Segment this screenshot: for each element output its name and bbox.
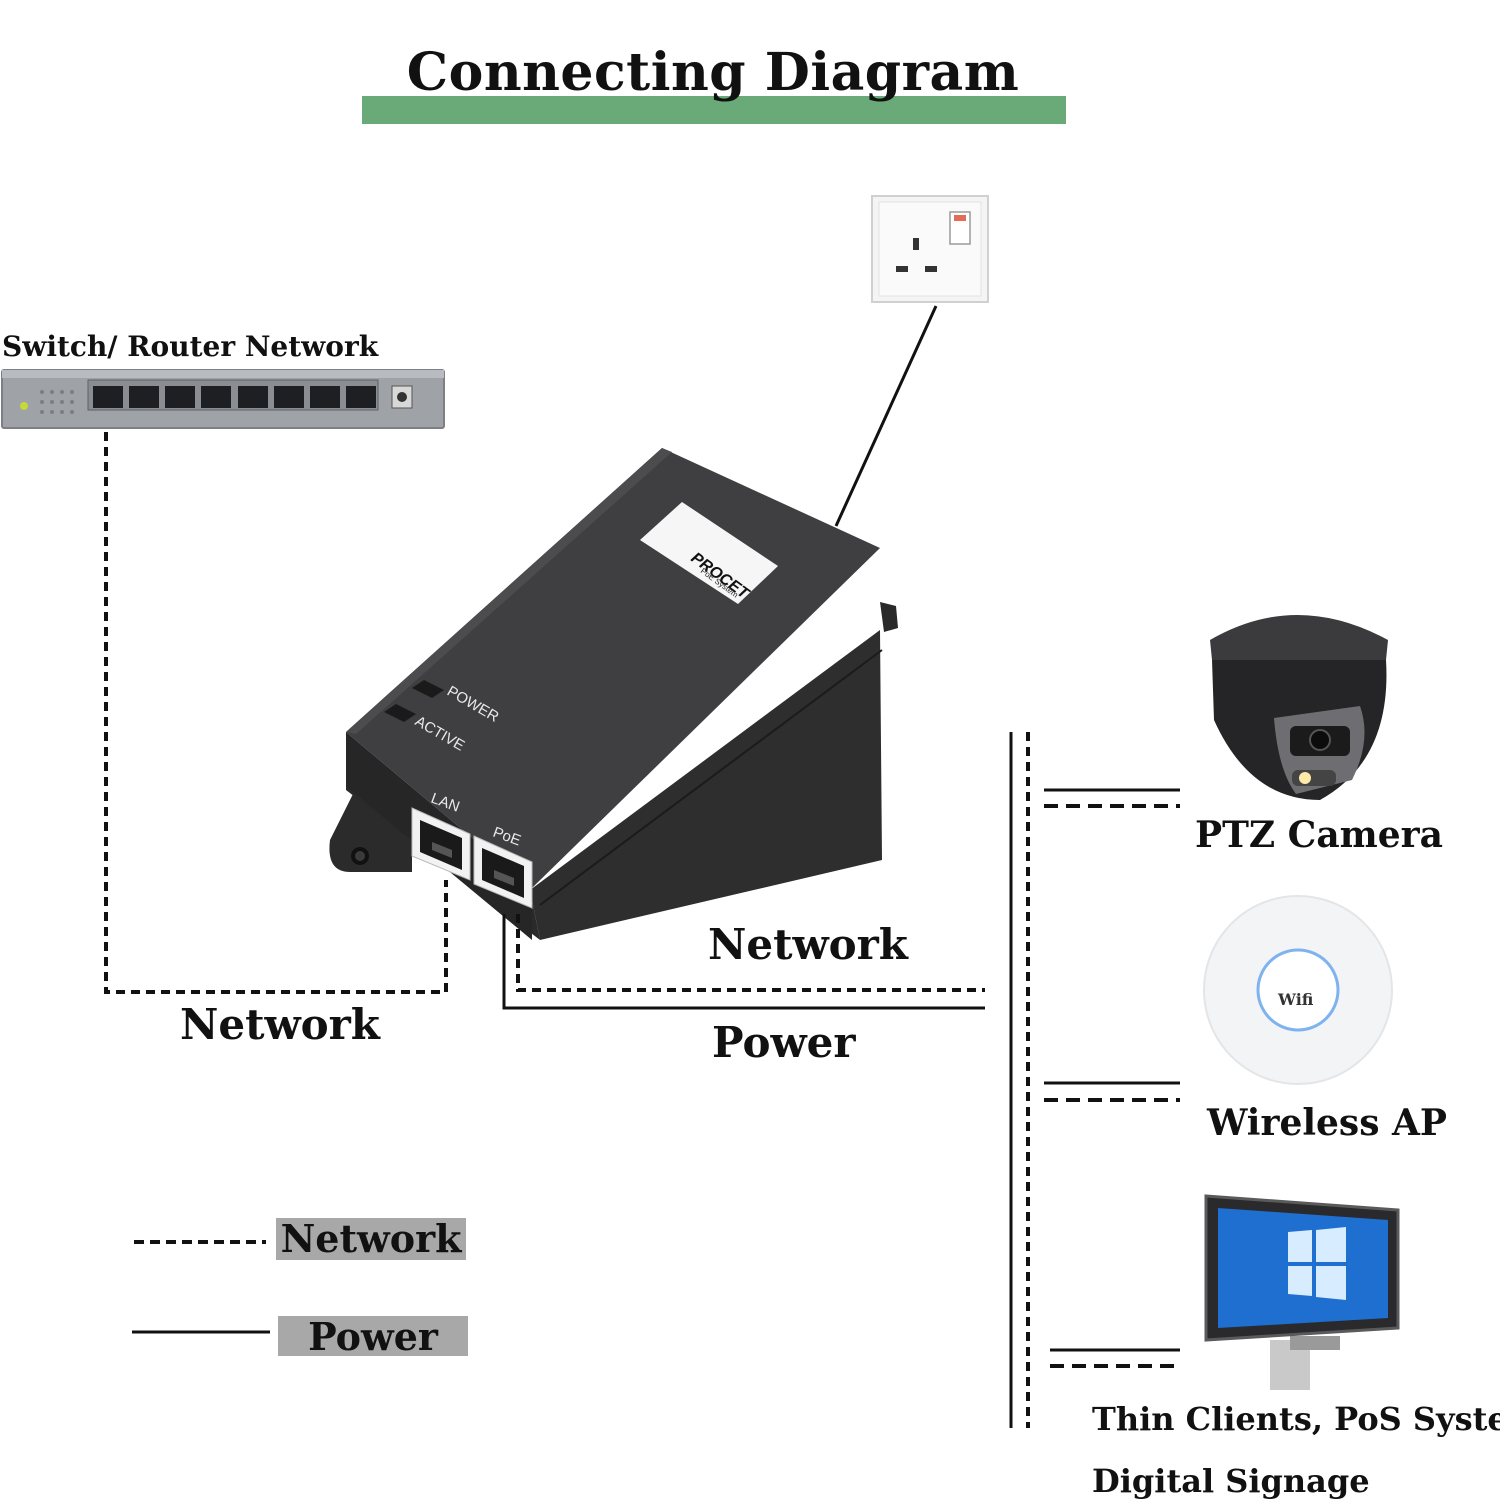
network-line-right <box>516 914 985 992</box>
camera-label: PTZ Camera <box>1195 814 1443 856</box>
switch-label: Switch/ Router Network <box>2 330 379 363</box>
lan-port <box>411 807 471 881</box>
ptz-camera-icon <box>1210 615 1388 800</box>
poe-injector: PROCET PoE System POWER ACTIVE LAN PoE <box>329 448 898 940</box>
power-cord <box>834 305 938 527</box>
diagram-title: Connecting Diagram <box>406 42 1020 103</box>
wireless-ap-icon <box>1203 895 1393 1085</box>
power-line-right <box>502 914 985 1010</box>
network-label-left: Network <box>180 1000 380 1049</box>
poe-port <box>473 835 533 909</box>
wall-socket-icon <box>871 195 989 303</box>
wireless-ap-label: Wireless AP <box>1207 1102 1447 1144</box>
power-label-right: Power <box>712 1018 856 1067</box>
ap-wifi-badge: Wifi <box>1278 990 1314 1009</box>
legend-network-label: Network <box>276 1218 466 1260</box>
title-underline-bar <box>362 96 1066 124</box>
thin-clients-label: Thin Clients, PoS System, Digital Signag… <box>1092 1400 1500 1500</box>
digital-signage-icon <box>1204 1194 1400 1390</box>
network-switch <box>1 369 445 429</box>
legend-power-label: Power <box>278 1316 468 1358</box>
network-label-right: Network <box>708 920 908 969</box>
